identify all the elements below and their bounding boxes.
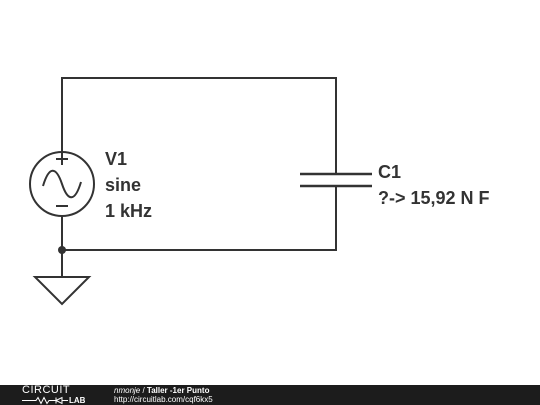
sine-wave-icon xyxy=(42,169,82,199)
circuit-url-link[interactable]: http://circuitlab.com/cqf6kx5 xyxy=(114,395,213,404)
source-type-label: sine xyxy=(105,175,141,195)
logo-lab-text: LAB xyxy=(69,396,86,405)
ground-icon xyxy=(32,276,92,306)
capacitor-value-label: ?-> 15,92 N F xyxy=(378,188,490,208)
junction-dot xyxy=(58,246,66,254)
capacitor-symbol[interactable] xyxy=(300,172,372,188)
footer-bar: CIRCUIT LAB nmonje / Taller -1er Punto h… xyxy=(0,385,540,405)
circuit-schematic: V1 sine 1 kHz C1 ?-> 15,92 N F xyxy=(29,77,490,306)
plus-sign xyxy=(56,153,68,165)
source-name-label: V1 xyxy=(105,149,127,169)
footer-url-line: http://circuitlab.com/cqf6kx5 xyxy=(114,395,213,404)
author-name[interactable]: nmonje xyxy=(114,386,141,395)
circuit-title: Taller -1er Punto xyxy=(146,386,210,395)
sine-voltage-source[interactable] xyxy=(29,151,95,217)
circuitlab-logo[interactable]: CIRCUIT LAB xyxy=(22,385,102,405)
source-frequency-label: 1 kHz xyxy=(105,201,152,221)
capacitor-name-label: C1 xyxy=(378,162,401,182)
title-separator: / xyxy=(140,386,147,395)
logo-resistor-icon xyxy=(22,396,68,405)
footer-title-line: nmonje / Taller -1er Punto xyxy=(114,386,209,395)
logo-circuit-text: CIRCUIT xyxy=(22,384,71,396)
